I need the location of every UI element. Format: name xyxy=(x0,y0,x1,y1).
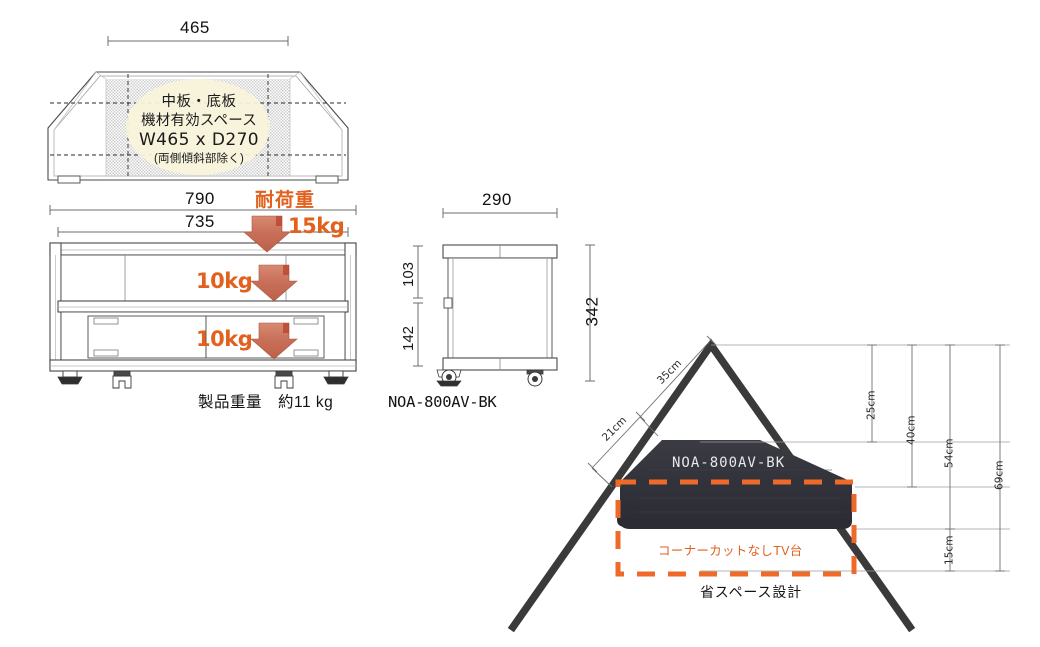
side-view-casters xyxy=(436,369,544,387)
load-arrow-15kg xyxy=(243,215,291,253)
load-arrow-10kg-upper xyxy=(250,264,298,302)
side-view-lower-gap-label: 142 xyxy=(400,325,418,352)
callout-line-3: W465 x D270 xyxy=(138,130,260,151)
load-label-10kg-lower: 10kg xyxy=(196,327,253,351)
load-arrow-10kg-lower xyxy=(250,322,298,360)
product-weight-label: 製品重量 xyxy=(198,394,263,411)
side-view-upper-gap-dimension xyxy=(413,245,423,299)
corner-vertical-label-54cm: 54cm xyxy=(943,438,956,468)
load-label-15kg: 15kg xyxy=(288,214,345,238)
side-view-model-label: NOA-800AV-BK xyxy=(388,393,497,411)
side-view-body xyxy=(442,244,558,371)
corner-vertical-label-15cm: 15cm xyxy=(943,535,956,565)
front-view-inner-width-label: 735 xyxy=(185,212,215,231)
load-label-10kg-upper: 10kg xyxy=(196,269,253,293)
side-view-lower-gap-dimension xyxy=(413,302,423,367)
side-view-upper-gap-label: 103 xyxy=(400,261,418,288)
corner-vertical-label-25cm: 25cm xyxy=(865,390,878,420)
side-view-depth-label: 290 xyxy=(482,190,512,209)
top-view-width-label: 465 xyxy=(180,18,210,37)
product-weight-value: 約11 kg xyxy=(278,394,334,411)
corner-unit-label: NOA-800AV-BK xyxy=(672,455,786,471)
side-view-depth-dimension xyxy=(442,208,558,218)
corner-caption: 省スペース設計 xyxy=(700,584,802,600)
front-view-outer-dimension xyxy=(49,205,357,215)
corner-comparison-label: コーナーカットなしTV台 xyxy=(658,544,803,558)
callout-line-4: (両側傾斜部除く) xyxy=(154,152,244,165)
corner-tv-unit xyxy=(617,440,852,529)
callout-line-1: 中板・底板 xyxy=(161,94,237,110)
side-view-height-label: 342 xyxy=(582,296,602,327)
corner-comparison-box xyxy=(615,479,857,577)
top-view-body xyxy=(47,71,349,184)
corner-diagonal-dimensions xyxy=(587,335,717,488)
callout-line-2: 機材有効スペース xyxy=(141,112,257,129)
corner-vertical-dimensions xyxy=(867,344,1005,572)
front-view-supports xyxy=(57,370,349,389)
corner-vertical-label-40cm: 40cm xyxy=(905,415,918,445)
top-view-width-dimension xyxy=(107,36,289,46)
front-view-outer-width-label: 790 xyxy=(185,189,215,208)
load-capacity-title: 耐荷重 xyxy=(255,190,316,211)
corner-vertical-label-69cm: 69cm xyxy=(993,460,1006,490)
top-view-callout: 中板・底板 機材有効スペース W465 x D270 (両側傾斜部除く) xyxy=(128,93,270,167)
front-view-body xyxy=(49,242,357,372)
front-view-inner-dimension xyxy=(57,227,349,237)
side-view-height-dimension xyxy=(585,244,595,382)
